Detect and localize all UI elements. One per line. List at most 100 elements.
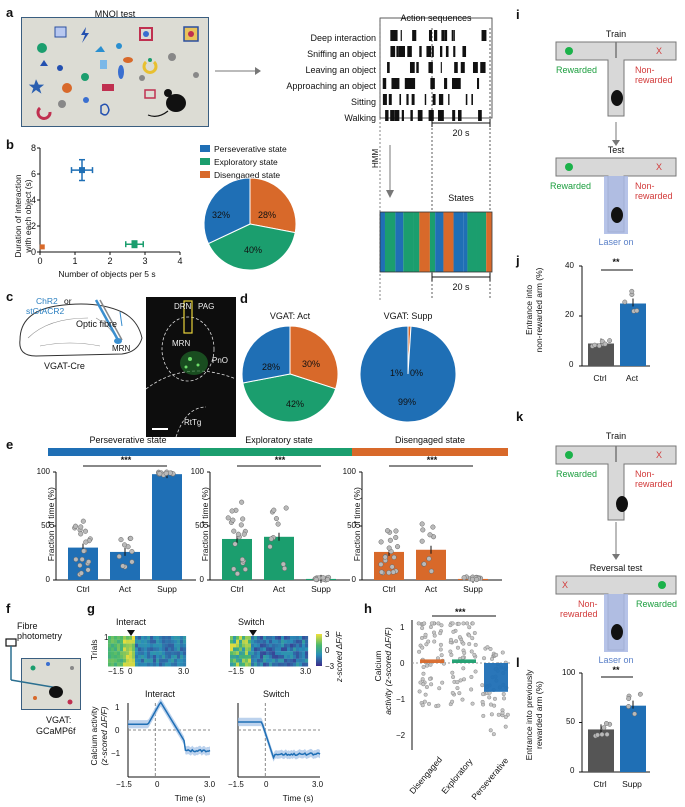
e-dot (283, 505, 289, 511)
e-dot (81, 548, 87, 554)
raster-event (478, 110, 482, 121)
pie-b-slice (207, 223, 296, 271)
heat-cell (156, 639, 160, 644)
heat-cell (132, 647, 136, 652)
h-dot (489, 712, 494, 717)
h-dot (417, 649, 422, 654)
heat-cell (251, 639, 255, 644)
b-point (79, 167, 85, 174)
h-dot (469, 687, 474, 692)
l-ylabel-1: Entrance into previously (524, 669, 534, 761)
h-bar (484, 663, 508, 692)
state-segment (384, 212, 396, 272)
h-dot (438, 647, 443, 652)
heat-cell (269, 639, 273, 644)
state-segment (443, 212, 454, 272)
histology-panel: DRN PAG MRN PnO RtTg (146, 297, 236, 437)
i-test-label: Test (607, 145, 625, 155)
heat-cell (254, 639, 258, 644)
heat-cell (147, 658, 151, 663)
heat-cell (183, 658, 187, 663)
heat-cell (162, 643, 166, 648)
heat-cell (278, 636, 282, 640)
heat2-xtick-2: 3.0 (300, 667, 312, 676)
heat-cell (236, 647, 240, 652)
heat-cell (114, 647, 118, 652)
heat-cell (248, 655, 252, 659)
pie-b-label-1: 40% (244, 245, 263, 255)
legend-disengaged: Disengaged state (214, 170, 281, 180)
heat-cell (135, 655, 139, 659)
heat-cell (156, 651, 160, 656)
l-ytick-0: 100 (562, 668, 576, 677)
heat-cell (281, 639, 285, 644)
mouse-icon (611, 624, 623, 640)
e-dot (116, 553, 122, 559)
h-dot (458, 678, 463, 683)
heat-cell (278, 643, 282, 648)
action-label-1: Sniffing an object (307, 49, 376, 59)
heat-cell (260, 639, 264, 644)
heat-cell (123, 651, 127, 656)
e-dot (163, 470, 169, 476)
heat-cell (275, 639, 279, 644)
heat-cell (114, 639, 118, 644)
e-dot (242, 566, 248, 572)
g-switch-top: Switch (238, 617, 265, 627)
heat-cell (174, 655, 178, 659)
e-ytick-label: 50 (41, 521, 50, 530)
heat-cell (144, 643, 148, 648)
hist-drn: DRN (174, 302, 192, 311)
g-xtick-2: 3.0 (204, 780, 216, 789)
heat-cell (180, 651, 184, 656)
j-dot (592, 342, 598, 348)
e-dot (394, 544, 401, 550)
heat-cell (147, 651, 151, 656)
heat-cell (183, 655, 187, 659)
heat-cell (239, 639, 243, 644)
h-dot (461, 666, 466, 671)
b-ytick-label: 8 (30, 143, 36, 153)
l-dot (626, 696, 632, 702)
e-dot (393, 528, 399, 534)
heat-cell (239, 636, 243, 640)
heat-cell (141, 636, 145, 640)
raster-event (439, 46, 443, 57)
heat-cell (135, 647, 139, 652)
heat-cell (302, 651, 306, 656)
d-title-supp: VGAT: Supp (383, 311, 433, 321)
raster-event (384, 78, 387, 89)
h-dot (449, 652, 454, 657)
heat-cell (302, 658, 306, 663)
heat-cell (117, 647, 121, 652)
heat-cell (281, 643, 285, 648)
i-non-test-1: Non- (635, 181, 655, 191)
raster-event (480, 62, 485, 73)
pie-b-slice (203, 177, 251, 245)
h-dot (473, 642, 478, 647)
e-ytick-label: 0 (45, 575, 50, 584)
raster-event (390, 46, 396, 57)
heat-cell (275, 655, 279, 659)
heat-cell (144, 647, 148, 652)
heat-cell (144, 658, 148, 663)
heat-cell (245, 647, 249, 652)
state-segment (486, 212, 492, 272)
heat-cell (132, 658, 136, 663)
heat-cell (248, 636, 252, 640)
object-green-circle (37, 43, 47, 53)
action-raster (382, 30, 487, 121)
object-lightning (81, 27, 89, 43)
heat-cell (257, 655, 261, 659)
e-xlabel: Act (118, 584, 132, 594)
raster-event (395, 78, 400, 89)
heat-cell (254, 651, 258, 656)
heat-cell (135, 643, 139, 648)
e-dot (461, 575, 467, 581)
state-segment (419, 212, 430, 272)
h-bar (452, 659, 476, 663)
heat-cell (278, 662, 282, 667)
trace-sem (128, 698, 210, 756)
l-ylabel-2: rewarded arm (%) (534, 680, 544, 750)
heat-cell (305, 636, 309, 640)
